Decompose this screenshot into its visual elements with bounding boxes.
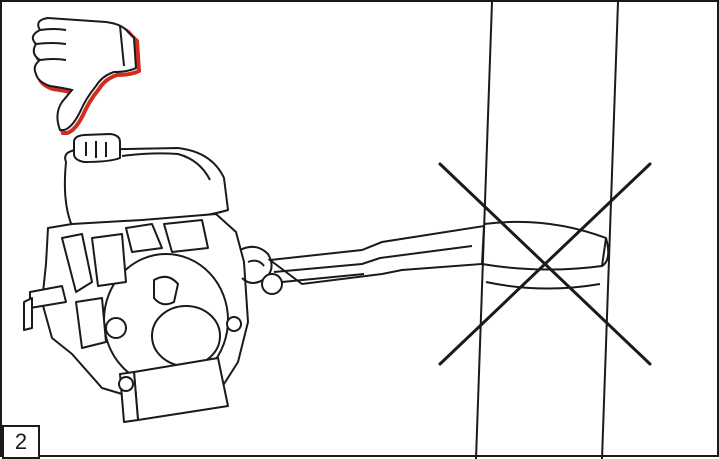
thumbs-down-icon	[33, 18, 139, 133]
harness-strap	[270, 226, 484, 284]
step-number-badge: 2	[2, 425, 40, 459]
pole	[476, 2, 618, 459]
strap-loop	[482, 222, 608, 289]
engine-unit	[24, 134, 282, 422]
